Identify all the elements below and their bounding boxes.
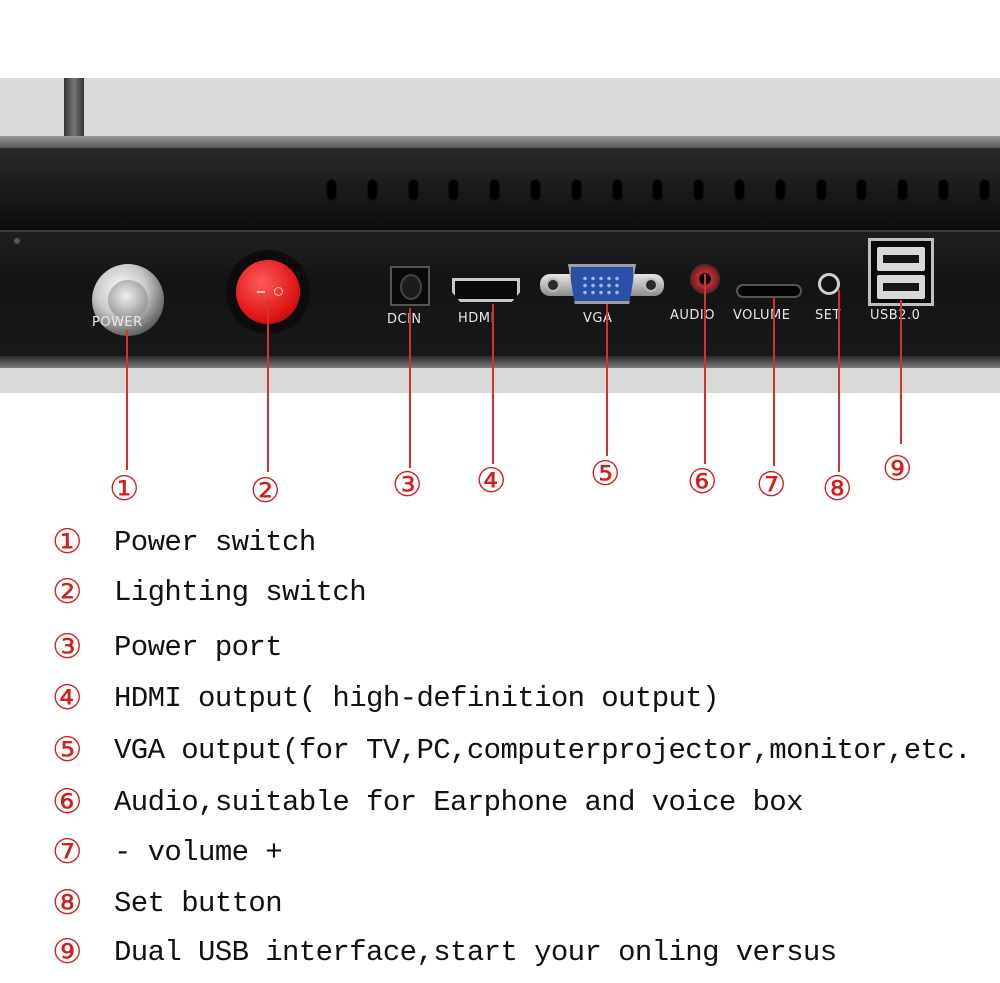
dcin-label: DCIN — [387, 312, 422, 327]
leader-line-1 — [126, 330, 128, 470]
vent-slot — [570, 179, 582, 201]
vent-slot — [489, 179, 501, 201]
legend-mark: ⑦ — [52, 832, 83, 872]
hdmi-label: HDMI — [458, 311, 495, 326]
legend-item: ④ HDMI output( high-definition output) — [52, 675, 720, 721]
usb-label: USB2.0 — [870, 308, 921, 323]
leader-line-6 — [704, 274, 706, 464]
leader-line-9 — [900, 300, 902, 444]
callout-7: ⑦ — [756, 465, 787, 505]
vent-slot — [815, 179, 827, 201]
callout-1: ① — [109, 469, 140, 509]
callout-9: ⑨ — [882, 449, 913, 489]
callout-3: ③ — [392, 465, 423, 505]
leader-line-2 — [267, 300, 269, 472]
dual-usb-port — [868, 238, 934, 306]
legend-text: Audio,suitable for Earphone and voice bo… — [114, 785, 804, 819]
legend-text: Dual USB interface,start your onling ver… — [114, 935, 837, 969]
vent-slot — [326, 179, 337, 201]
callout-5: ⑤ — [590, 454, 621, 494]
dc-in-port — [390, 266, 430, 306]
legend-item: ⑥ Audio,suitable for Earphone and voice … — [52, 779, 804, 825]
vent-slot — [530, 179, 541, 201]
legend-text: Set button — [114, 886, 283, 920]
vga-port — [568, 264, 636, 304]
audio-label: AUDIO — [670, 308, 715, 323]
vent-slot — [366, 179, 378, 201]
legend-mark: ⑨ — [52, 932, 83, 972]
legend-item: ① Power switch — [52, 519, 316, 565]
set-button[interactable] — [818, 273, 840, 295]
set-label: SET — [815, 308, 841, 323]
top-rail — [0, 136, 1000, 150]
screw-icon — [14, 238, 20, 244]
leader-line-7 — [773, 298, 775, 466]
legend-text: Lighting switch — [114, 575, 367, 609]
legend-text: Power switch — [114, 525, 316, 559]
vent-slot — [448, 179, 460, 201]
vent-slot — [938, 179, 949, 201]
leader-line-8 — [838, 290, 840, 472]
vent-slot — [693, 179, 705, 201]
vent-slot — [734, 179, 745, 201]
volume-label: VOLUME — [733, 308, 791, 323]
legend-text: VGA output(for TV,PC,computerprojector,m… — [114, 733, 972, 767]
callout-8: ⑧ — [822, 469, 853, 509]
callout-6: ⑥ — [687, 462, 718, 502]
legend-mark: ② — [52, 572, 83, 612]
hdmi-port — [452, 278, 520, 302]
legend-item: ⑨ Dual USB interface,start your onling v… — [52, 929, 837, 975]
legend-mark: ④ — [52, 678, 83, 718]
power-button[interactable] — [92, 264, 164, 336]
vent-slot — [652, 179, 664, 201]
legend-mark: ⑥ — [52, 782, 83, 822]
bottom-lip — [0, 356, 1000, 368]
legend-text: HDMI output( high-definition output) — [114, 681, 720, 715]
legend-item: ⑧ Set button — [52, 880, 283, 926]
legend-text: Power port — [114, 630, 283, 664]
vent-slot — [978, 179, 990, 201]
legend-mark: ③ — [52, 627, 83, 667]
legend-item: ⑦ - volume + — [52, 829, 283, 875]
stand-post — [64, 78, 84, 148]
leader-line-3 — [409, 308, 411, 468]
legend-item: ⑤ VGA output(for TV,PC,computerprojector… — [52, 727, 972, 773]
vent-slot — [611, 179, 623, 201]
legend-text: - volume + — [114, 835, 283, 869]
vga-label: VGA — [583, 311, 613, 326]
vent-slot — [897, 179, 909, 201]
leader-line-4 — [492, 304, 494, 464]
vent-slot — [856, 179, 868, 201]
vent-slot — [774, 179, 786, 201]
vent-slot — [407, 179, 419, 201]
power-label: POWER — [92, 315, 143, 330]
legend-item: ② Lighting switch — [52, 569, 367, 615]
callout-2: ② — [250, 471, 281, 511]
device-rear-panel: POWER DCIN HDMI VGA AUDIO VOLUME SET USB… — [0, 78, 1000, 393]
volume-rocker[interactable] — [736, 284, 802, 298]
leader-line-5 — [606, 304, 608, 456]
callout-4: ④ — [476, 461, 507, 501]
legend-mark: ⑧ — [52, 883, 83, 923]
legend-mark: ⑤ — [52, 730, 83, 770]
legend-item: ③ Power port — [52, 624, 283, 670]
legend-mark: ① — [52, 522, 83, 562]
